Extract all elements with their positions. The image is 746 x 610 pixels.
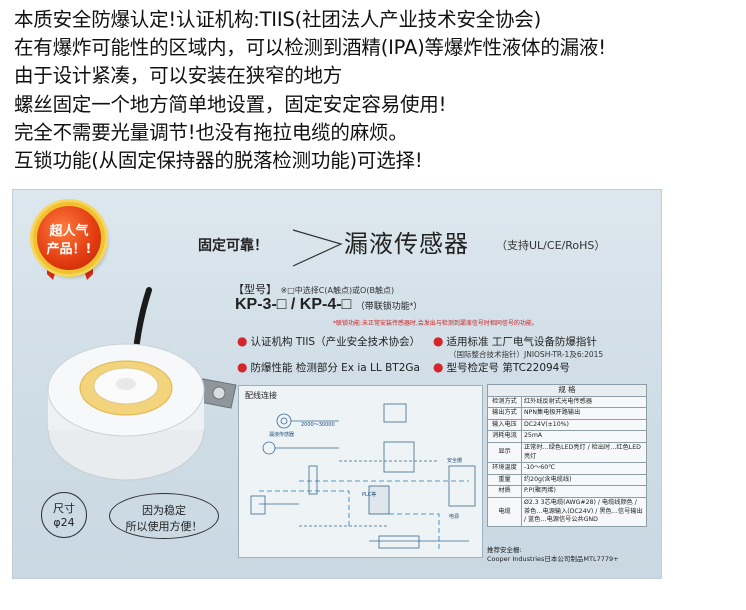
bullet-icon: ● [237, 334, 248, 348]
intro-line-1: 本质安全防爆认定!认证机构:TIIS(社团法人产业技术安全协会) [14, 8, 541, 31]
intro-line-3: 由于设计紧凑，可以安装在狭窄的地方 [14, 64, 343, 88]
model-note: ※□中选择C(A触点)或O(B触点) [280, 286, 395, 295]
intro-text: 本质安全防爆认定!认证机构:TIIS(社团法人产业技术安全协会) 在有爆炸可能性… [14, 6, 739, 175]
model-main-text: KP-3-□ / KP-4-□ [235, 296, 352, 313]
label-barrier: 安全栅 [447, 457, 462, 464]
model-hint: （带联锁功能*） [355, 301, 423, 311]
spec-cert-text: 认证机构 TIIS（产业安全技术协会） [250, 336, 421, 348]
badge-line-1: 超人气 [49, 224, 89, 239]
size-label: 尺寸 [53, 502, 75, 515]
spec-standard-text: 适用标准 工厂电气设备防爆指针 [446, 336, 597, 348]
easy-line-2: 所以使用方便！ [125, 520, 203, 533]
sensor-illustration [47, 287, 237, 481]
product-image: 超人气 产品！! 固定可靠！ 漏液传感器 （支持UL/CE/RoHS） 【型号】… [12, 189, 662, 579]
easy-line-1: 因为稳定 [142, 504, 186, 517]
label-plc: PLC等 [362, 491, 376, 498]
table-row: 显示正常时…绿色LED亮灯 / 检出时…红色LED亮灯 [487, 441, 647, 464]
size-bubble: 尺寸 φ24 [41, 492, 87, 538]
intro-line-5: 完全不需要光量调节!也没有拖拉电缆的麻烦。 [14, 120, 408, 144]
model-number: KP-3-□ / KP-4-□ （带联锁功能*） [235, 296, 422, 314]
diagram-title: 配线连接 [245, 391, 277, 400]
bullet-icon: ● [433, 334, 444, 348]
wiring-diagram-drawing: PLC等 漏液传感器 安全栅 电源 2000～30000 [250, 403, 476, 551]
interlock-note: *联锁功能:未正常安装传感器时,会发出与检测到漏液信号时相同信号的功能。 [333, 320, 538, 327]
product-title-sub: （支持UL/CE/RoHS） [496, 239, 606, 252]
model-label: 【型号】 [233, 283, 277, 296]
table-row: 检测方式红外线反射式光电传感器 [487, 395, 647, 409]
intro-line-2: 在有爆炸可能性的区域内，可以检测到酒精(IPA)等爆炸性液体的漏液! [14, 36, 606, 60]
table-row: 重量约20g(含电缆线) [487, 473, 647, 487]
spec-standard-sub: （国际整合技术指针）JNIOSH-TR-1及6:2015 [449, 350, 604, 359]
spec-standard: ●适用标准 工厂电气设备防爆指针 [433, 334, 597, 349]
model-header: 【型号】 ※□中选择C(A触点)或O(B触点) [233, 281, 394, 297]
product-title: 漏液传感器 [344, 230, 469, 258]
arrow-lines-icon [292, 229, 343, 267]
intro-line-6: 互锁功能(从固定保持器的脱落检测功能)可选择! [14, 148, 423, 172]
spec-verify: ●型号检定号 第TC22094号 [433, 360, 570, 375]
intro-line-4: 螺丝固定一个地方简单地设置，固定安定容易使用! [14, 92, 447, 116]
spec-explosion-text: 防爆性能 检测部分 Ex ia LL BT2Ga [250, 362, 420, 374]
spec-explosion: ●防爆性能 检测部分 Ex ia LL BT2Ga [237, 360, 420, 375]
spec-cert: ●认证机构 TIIS（产业安全技术协会） [237, 334, 420, 349]
spec-verify-text: 型号检定号 第TC22094号 [446, 362, 570, 374]
popular-badge: 超人气 产品！! [33, 202, 105, 274]
size-value: φ24 [53, 516, 75, 529]
wiring-diagram: 配线连接 [238, 385, 483, 558]
table-row: 环境温度-10～60℃ [487, 462, 647, 475]
bullet-icon: ● [433, 360, 444, 374]
badge-line-2: 产品！! [46, 242, 92, 257]
spec-table-header: 规 格 [487, 384, 647, 397]
foot-line-2: Cooper Industries日本公司制品MTL7779+ [487, 555, 619, 563]
bullet-icon: ● [237, 360, 248, 374]
slogan: 固定可靠！ [198, 237, 268, 253]
barrier-recommendation: 推荐安全栅: Cooper Industries日本公司制品MTL7779+ [487, 546, 619, 564]
label-power: 电源 [449, 513, 459, 520]
foot-line-1: 推荐安全栅: [487, 546, 522, 554]
label-sensor: 漏液传感器 [269, 431, 294, 438]
label-length: 2000～30000 [301, 422, 335, 428]
easy-use-bubble: 因为稳定 所以使用方便！ [109, 493, 219, 539]
